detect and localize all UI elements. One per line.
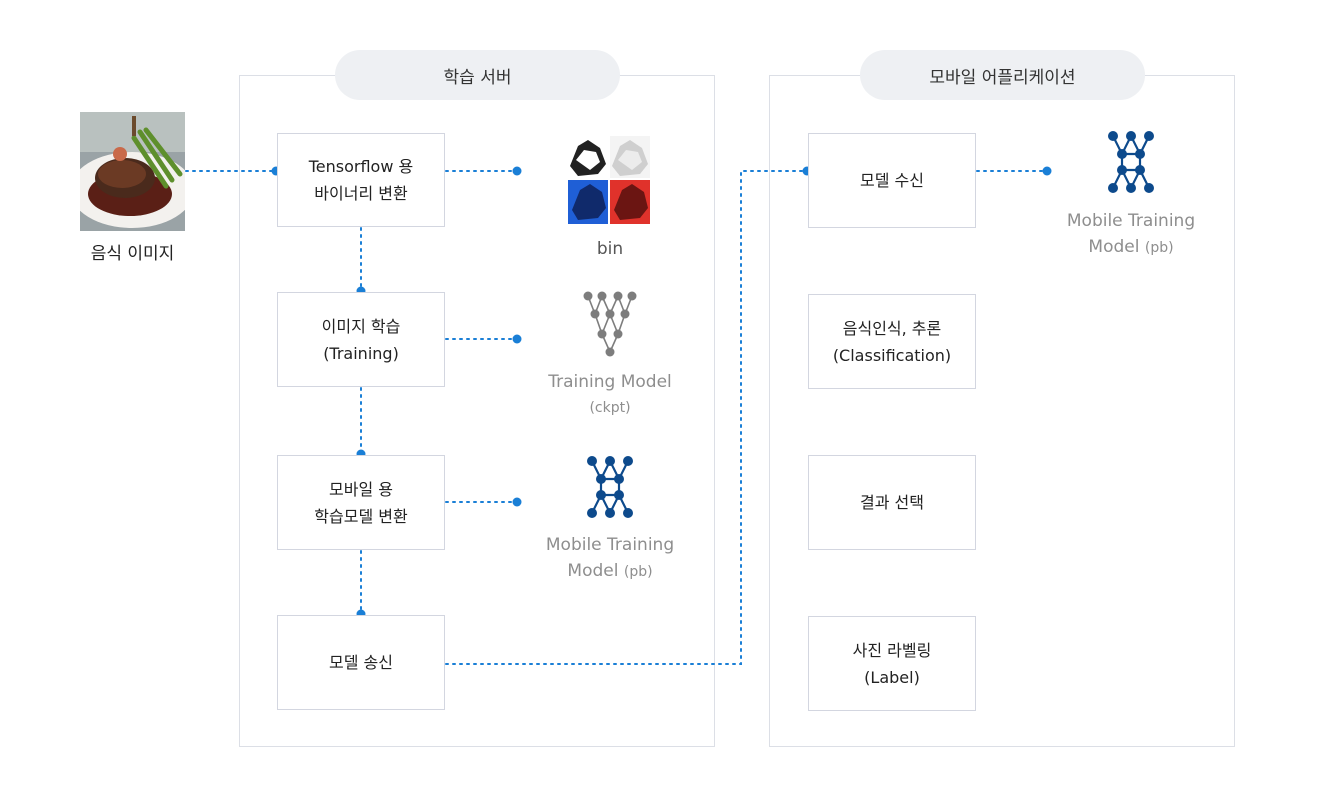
connector-dot (512, 334, 522, 344)
app-output-line2: Model (1088, 237, 1140, 257)
output-pb-line1: Mobile Training (545, 535, 675, 555)
connector-dot (1042, 166, 1052, 176)
app-title: 모바일 어플리케이션 (860, 50, 1145, 100)
step-model-receive: 모델 수신 (808, 133, 976, 228)
steak-photo (80, 112, 185, 231)
bin-image-grid-icon (568, 136, 650, 224)
step-line2: (Training) (323, 343, 399, 363)
step-line1: 모바일 용 (329, 479, 393, 499)
step-line1: 모델 수신 (860, 171, 924, 190)
server-title: 학습 서버 (335, 50, 620, 100)
neural-network-gray-icon (583, 291, 637, 357)
step-line1: 이미지 학습 (321, 316, 401, 336)
step-line2: 학습모델 변환 (314, 506, 408, 526)
step-line1: 사진 라벨링 (852, 640, 932, 660)
output-pb-line2: Model (567, 561, 619, 581)
step-line1: 모델 송신 (329, 653, 393, 672)
step-line1: 음식인식, 추론 (842, 318, 942, 338)
output-ckpt-label: Training Model (ckpt) (530, 369, 690, 421)
app-output-suffix: (pb) (1144, 240, 1174, 256)
output-pb-label: Mobile Training Model (pb) (530, 532, 690, 585)
output-bin-label: bin (545, 236, 675, 262)
output-pb-suffix: (pb) (623, 564, 653, 580)
step-model-send: 모델 송신 (277, 615, 445, 710)
step-photo-label: 사진 라벨링 (Label) (808, 616, 976, 711)
input-label: 음식 이미지 (90, 244, 175, 264)
step-classification: 음식인식, 추론 (Classification) (808, 294, 976, 389)
app-output-line1: Mobile Training (1066, 211, 1196, 231)
step-result-select: 결과 선택 (808, 455, 976, 550)
neural-network-blue-icon (587, 456, 633, 518)
step-binary-convert: Tensorflow 용 바이너리 변환 (277, 133, 445, 227)
output-ckpt-line1: Training Model (548, 372, 672, 392)
step-mobile-convert: 모바일 용 학습모델 변환 (277, 455, 445, 550)
output-bin-text: bin (596, 239, 624, 259)
step-line1: Tensorflow 용 (308, 157, 414, 176)
app-output-pb-label: Mobile Training Model (pb) (1051, 208, 1211, 261)
connector-dot (512, 166, 522, 176)
step-image-training: 이미지 학습 (Training) (277, 292, 445, 387)
step-line2: 바이너리 변환 (314, 184, 408, 203)
step-line2: (Classification) (832, 345, 952, 365)
step-line1: 결과 선택 (860, 493, 924, 512)
output-ckpt-line2: (ckpt) (589, 400, 631, 416)
step-line2: (Label) (864, 667, 920, 687)
neural-network-blue-icon (1108, 131, 1154, 193)
connector-dot (512, 497, 522, 507)
